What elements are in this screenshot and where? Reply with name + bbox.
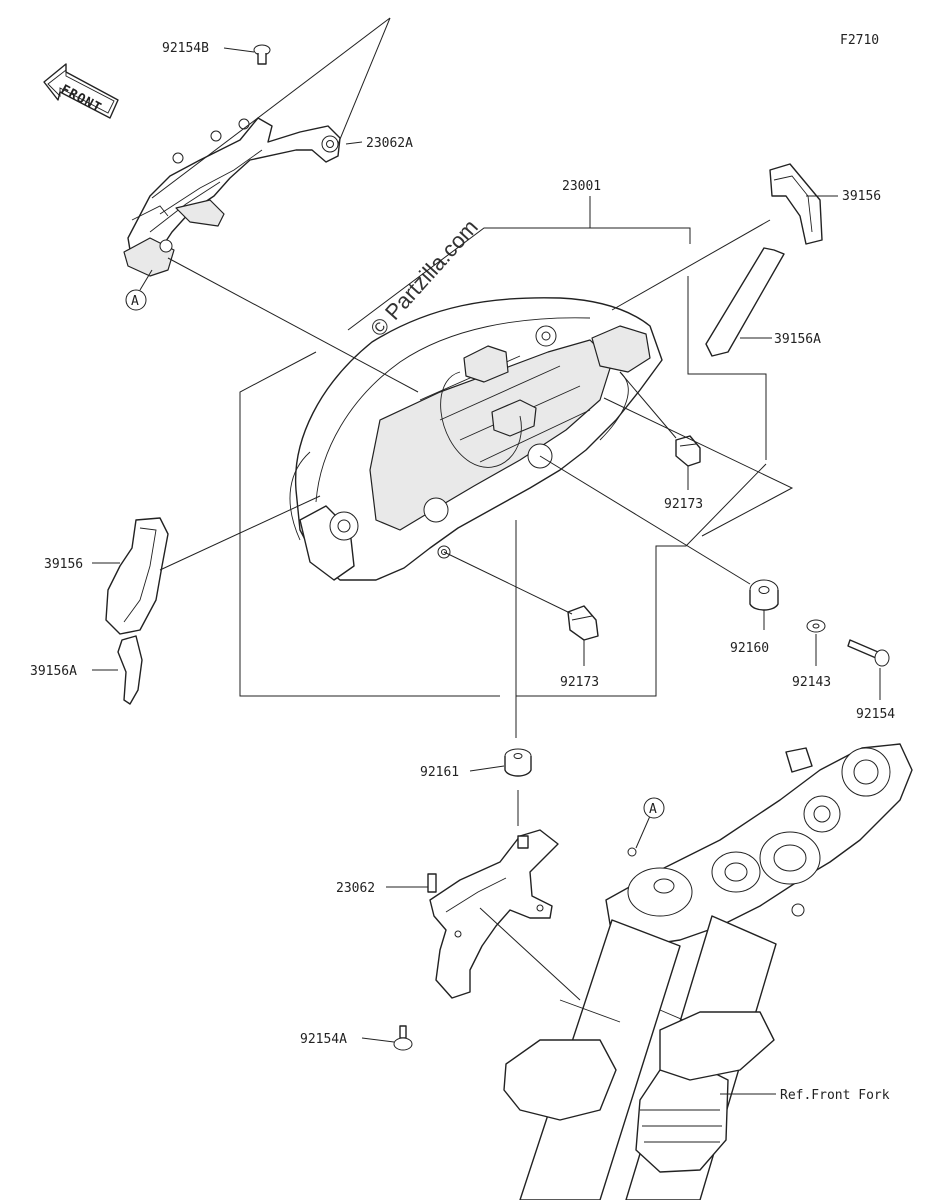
pad-39156A-right [705,247,785,357]
figure-code: F2710 [840,33,879,48]
collar-92143 [806,619,826,633]
label-92143: 92143 [792,675,831,690]
grommet-92161 [504,748,532,777]
label-39156A-left: 39156A [30,664,77,679]
clip-92173-upper [675,435,701,467]
label-23062: 23062 [336,881,375,896]
bolt-92154 [847,639,890,667]
label-ref-front-fork: Ref.Front Fork [780,1088,890,1103]
screw-92154B [253,44,271,65]
label-92173-upper: 92173 [664,497,703,512]
bracket-23062 [427,829,559,999]
label-92161: 92161 [420,765,459,780]
label-23001: 23001 [562,179,601,194]
label-92154B: 92154B [162,41,209,56]
ref-marker-a-lower-label: A [649,802,657,817]
ref-marker-a-upper-label: A [131,294,139,309]
label-92173-lower: 92173 [560,675,599,690]
pad-39156A-left [117,635,143,705]
pad-39156-left [105,517,169,635]
label-92160: 92160 [730,641,769,656]
pad-39156-right [769,163,823,245]
upper-bracket-23062A [123,117,341,277]
label-92154A: 92154A [300,1032,347,1047]
grommet-92160 [749,579,779,611]
label-92154: 92154 [856,707,895,722]
clip-92173-lower [567,605,599,641]
label-39156A-right: 39156A [774,332,821,347]
front-direction-arrow: FRONT [43,63,119,119]
label-39156-left: 39156 [44,557,83,572]
label-23062A: 23062A [366,136,413,151]
leader-lines [92,17,881,1095]
ref-marker-a-upper: A [125,289,147,311]
front-fork-reference [503,743,913,1200]
label-39156-right: 39156 [842,189,881,204]
ref-marker-a-lower: A [643,797,665,819]
screw-92154A [393,1025,413,1051]
headlight-23001 [289,297,663,581]
